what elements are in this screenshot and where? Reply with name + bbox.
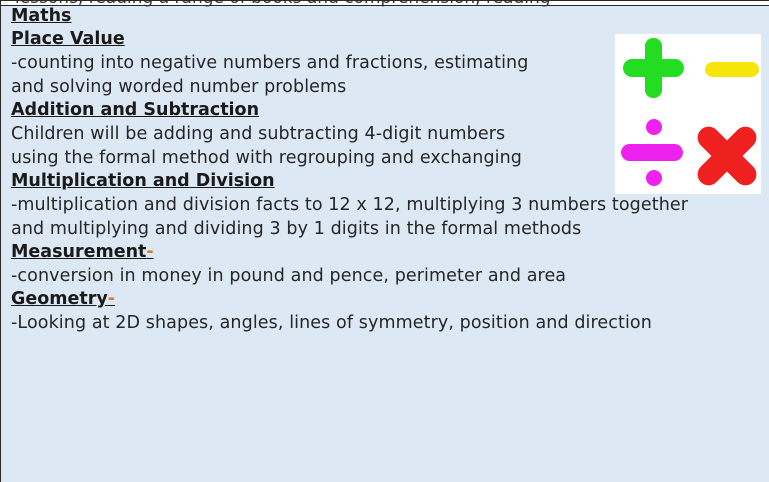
- times-icon: [697, 126, 757, 186]
- geometry-heading-dash: -: [107, 289, 116, 309]
- measurement-heading-text: Measurement: [11, 242, 147, 262]
- section-heading-place-value: Place Value: [11, 29, 125, 49]
- addition-subtraction-line-1: Children will be adding and subtracting …: [11, 124, 506, 144]
- geometry-line-1: -Looking at 2D shapes, angles, lines of …: [11, 313, 652, 333]
- previous-section-strip: lessons, reading a range of books and co…: [1, 1, 769, 8]
- multiplication-division-line-2: and multiplying and dividing 3 by 1 digi…: [11, 219, 582, 239]
- place-value-line-2: and solving worded number problems: [11, 77, 347, 97]
- addition-subtraction-line-2: using the formal method with regrouping …: [11, 148, 523, 168]
- measurement-line-1: -conversion in money in pound and pence,…: [11, 266, 567, 286]
- divide-icon: [621, 119, 683, 186]
- plus-icon: [623, 38, 684, 98]
- place-value-line-1: -counting into negative numbers and frac…: [11, 53, 529, 73]
- section-heading-measurement: Measurement-: [11, 241, 761, 264]
- maths-content: Maths Place Value -counting into negativ…: [11, 5, 761, 335]
- cut-off-text: lessons, reading a range of books and co…: [15, 1, 551, 8]
- multiplication-division-line-1: -multiplication and division facts to 12…: [11, 195, 689, 215]
- section-heading-addition-subtraction: Addition and Subtraction: [11, 100, 260, 120]
- maths-operators-icon: [615, 34, 761, 194]
- section-heading-geometry: Geometry-: [11, 288, 761, 311]
- section-heading-multiplication-division: Multiplication and Division: [11, 171, 275, 191]
- page-title: Maths: [11, 6, 72, 26]
- measurement-heading-dash: -: [146, 242, 154, 262]
- minus-icon: [705, 62, 759, 77]
- geometry-heading-text: Geometry: [11, 289, 108, 309]
